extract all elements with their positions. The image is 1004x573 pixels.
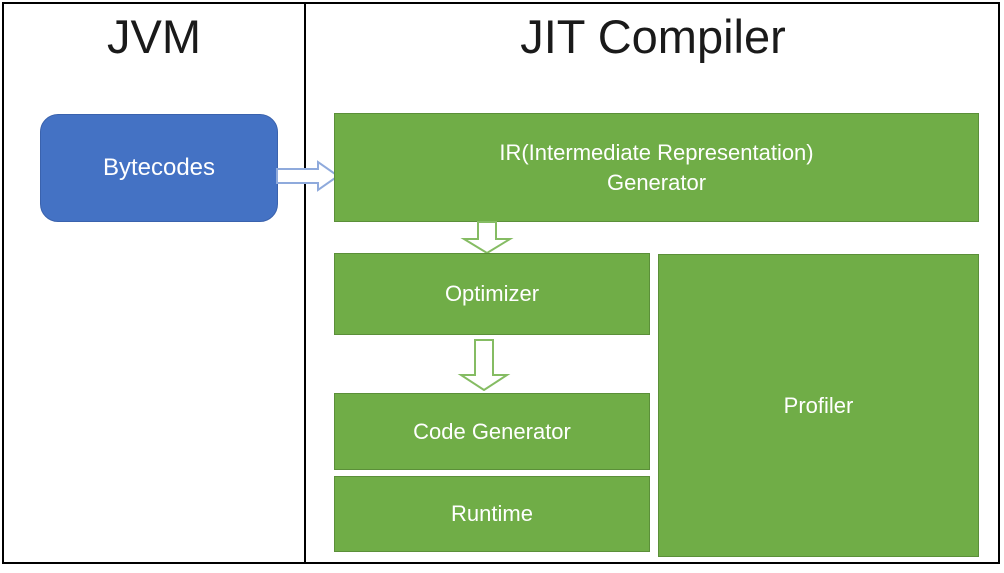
bytecodes-to-ir-arrow-icon bbox=[276, 160, 340, 192]
ir-generator-node: IR(Intermediate Representation) Generato… bbox=[334, 113, 979, 222]
ir-generator-label-line1: IR(Intermediate Representation) bbox=[499, 139, 814, 165]
bytecodes-label: Bytecodes bbox=[102, 154, 216, 181]
runtime-node: Runtime bbox=[334, 476, 650, 552]
ir-generator-label-line2: Generator bbox=[606, 169, 707, 195]
bytecodes-node: Bytecodes bbox=[40, 114, 278, 222]
code-generator-node: Code Generator bbox=[334, 393, 650, 470]
jvm-panel-title: JVM bbox=[107, 10, 201, 63]
optimizer-node: Optimizer bbox=[334, 253, 650, 335]
optimizer-label: Optimizer bbox=[444, 281, 540, 306]
profiler-label: Profiler bbox=[783, 392, 854, 418]
runtime-label: Runtime bbox=[451, 501, 533, 526]
jit-compiler-panel-title: JIT Compiler bbox=[520, 10, 786, 63]
ir-to-optimizer-arrow-icon bbox=[460, 221, 514, 254]
column-divider bbox=[304, 2, 306, 564]
optimizer-to-code-generator-arrow-icon bbox=[457, 339, 511, 391]
code-generator-label: Code Generator bbox=[413, 418, 571, 444]
profiler-node: Profiler bbox=[658, 254, 979, 557]
